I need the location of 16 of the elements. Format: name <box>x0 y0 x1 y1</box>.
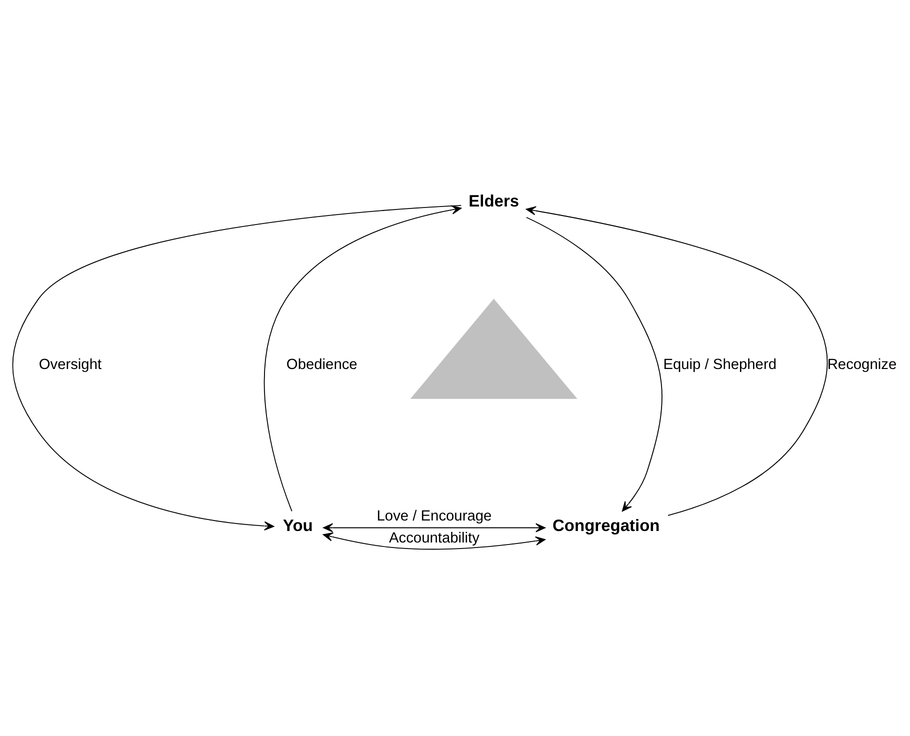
node-text: You <box>282 516 313 535</box>
arrow <box>526 216 662 512</box>
arrow <box>322 532 546 550</box>
edge-label: Accountability <box>389 530 480 546</box>
arrow <box>323 523 546 532</box>
edge-label: Love / Encourage <box>376 508 492 524</box>
arrow <box>264 205 462 512</box>
node-text: Elders <box>468 192 520 210</box>
arrow <box>12 204 462 531</box>
edge-label: Equip / Shepherd <box>663 356 776 373</box>
node-text: Congregation <box>552 516 660 535</box>
node-triangle <box>410 298 578 399</box>
edge-label: Recognize <box>827 356 897 373</box>
edge-label: Oversight <box>38 356 102 373</box>
edge-label: Obedience <box>286 356 358 373</box>
arrow <box>526 206 828 516</box>
